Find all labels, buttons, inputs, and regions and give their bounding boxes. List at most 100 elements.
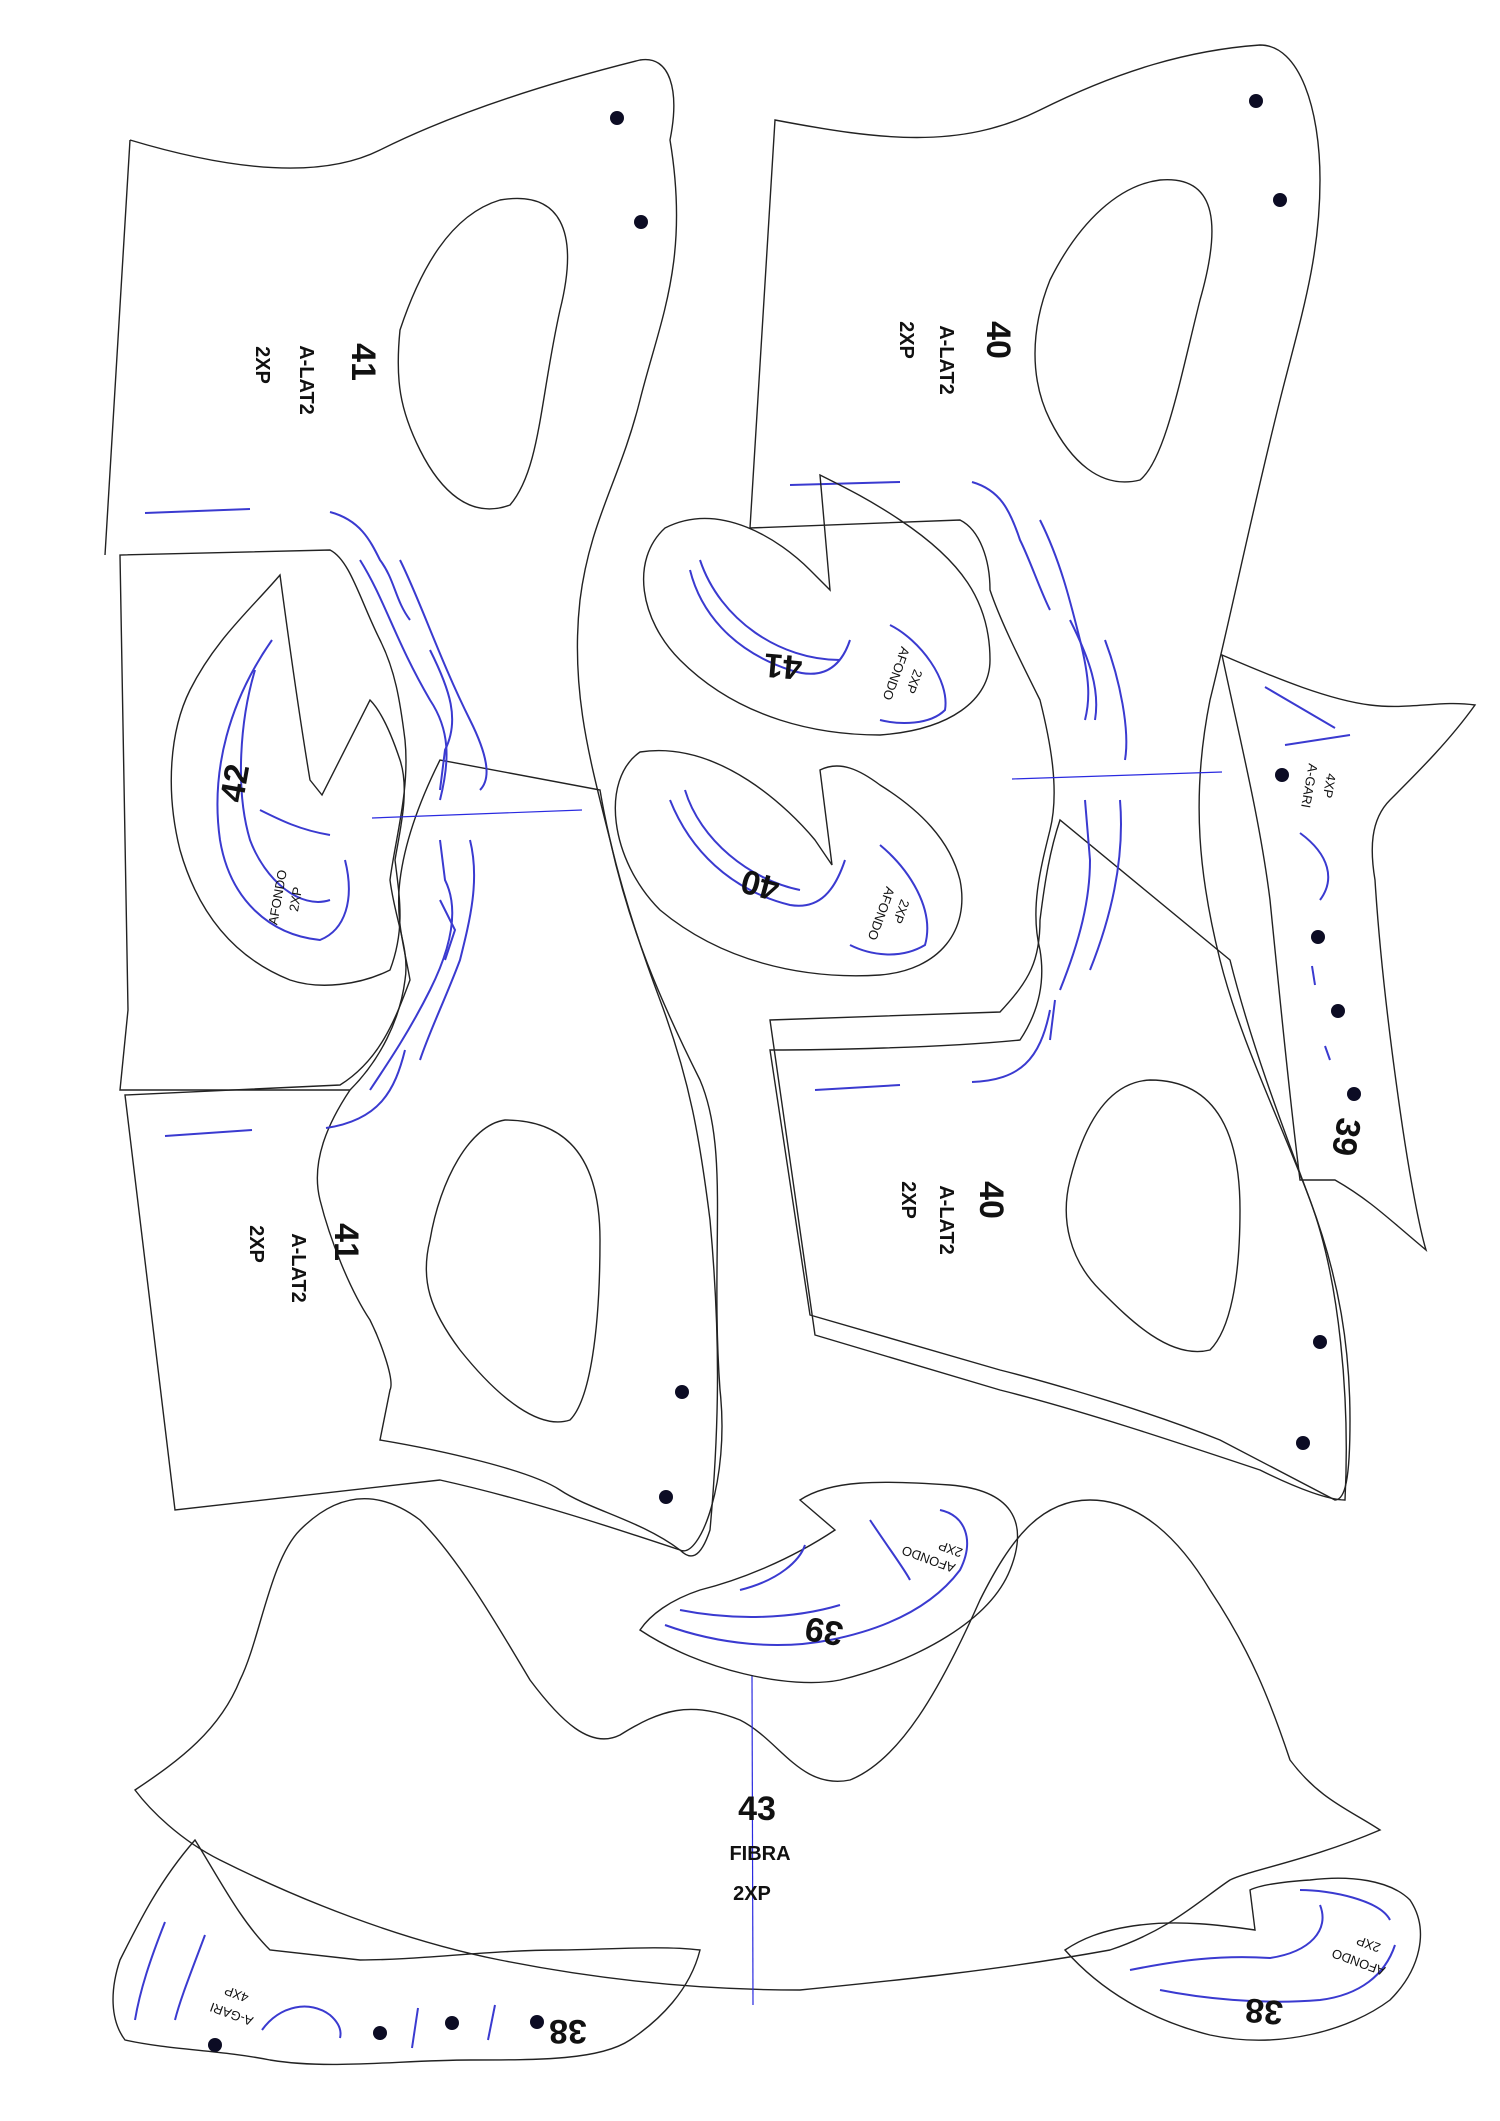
afondo-38-number: 38 bbox=[1244, 1990, 1285, 2031]
piece-41-top-outline bbox=[104, 58, 723, 1552]
afondo-41-outline bbox=[643, 473, 991, 736]
punch-hole bbox=[1249, 94, 1263, 108]
stitch-line bbox=[814, 1084, 901, 1091]
stitch-line bbox=[869, 1519, 911, 1581]
stitch-line bbox=[1159, 1944, 1396, 2003]
punch-hole bbox=[1275, 768, 1289, 782]
stitch-line bbox=[1311, 965, 1316, 986]
stitch-line bbox=[1089, 799, 1122, 971]
punch-hole bbox=[659, 1490, 673, 1504]
punch-hole bbox=[208, 2038, 222, 2052]
punch-hole bbox=[530, 2015, 544, 2029]
piece-41-bottom: 41 A-LAT2 2XP bbox=[124, 759, 719, 1557]
stitch-line bbox=[239, 669, 331, 903]
stitch-line bbox=[1299, 1889, 1391, 1921]
afondo-41: 41 AFONDO 2XP bbox=[643, 473, 991, 736]
stitch-line bbox=[789, 481, 901, 486]
piece-41-bottom-window bbox=[425, 1119, 601, 1423]
fibra-43-name: FIBRA bbox=[729, 1843, 790, 1865]
stitch-line bbox=[879, 624, 947, 724]
stitch-line bbox=[689, 569, 851, 675]
stitch-line bbox=[399, 559, 488, 791]
stitch-line bbox=[1129, 1904, 1324, 1971]
piece-41-top-window bbox=[397, 197, 569, 510]
stitch-line bbox=[329, 511, 411, 621]
stitch-line bbox=[1069, 619, 1098, 721]
stitch-line bbox=[684, 789, 801, 891]
piece-40-bottom-outline bbox=[769, 818, 1347, 1501]
piece-40-bottom: 40 A-LAT2 2XP bbox=[769, 818, 1347, 1501]
stitch-line bbox=[411, 2007, 419, 2049]
punch-hole bbox=[1296, 1436, 1310, 1450]
piece-40-top-outline bbox=[749, 44, 1351, 1501]
piece-41-top: 41 A-LAT2 2XP bbox=[104, 58, 723, 1552]
punch-hole bbox=[1311, 930, 1325, 944]
punch-hole bbox=[634, 215, 648, 229]
afondo-40-number: 40 bbox=[737, 861, 783, 907]
stitch-line bbox=[1299, 832, 1330, 901]
agari-38-outline bbox=[112, 1838, 701, 2066]
stitch-line bbox=[144, 508, 251, 514]
stitch-line bbox=[1264, 686, 1336, 729]
afondo-39: 39 AFONDO 2XP bbox=[639, 1481, 1019, 1684]
piece-40-top-window bbox=[1034, 179, 1213, 483]
stitch-line bbox=[1324, 1045, 1331, 1061]
piece-41-bottom-number: 41 bbox=[327, 1223, 365, 1261]
punch-hole bbox=[445, 2016, 459, 2030]
stitch-line bbox=[699, 559, 841, 661]
punch-hole bbox=[1313, 1335, 1327, 1349]
piece-41-bottom-outline bbox=[124, 759, 719, 1557]
stitch-line bbox=[261, 2005, 342, 2039]
grain-line bbox=[371, 809, 583, 819]
agari-38-qty: 4XP bbox=[222, 1983, 250, 2006]
agari-39-name: A-GARI bbox=[1298, 762, 1321, 809]
stitch-line bbox=[419, 839, 476, 1061]
afondo-38-qty: 2XP bbox=[1354, 1933, 1382, 1956]
piece-40-bottom-name: A-LAT2 bbox=[935, 1185, 957, 1255]
punch-hole bbox=[675, 1385, 689, 1399]
piece-41-bottom-name: A-LAT2 bbox=[287, 1233, 309, 1303]
piece-40-top-qty: 2XP bbox=[895, 321, 917, 359]
grain-line bbox=[751, 1674, 754, 2006]
piece-40-bottom-number: 40 bbox=[972, 1181, 1010, 1219]
stitch-line bbox=[971, 1009, 1051, 1083]
afondo-38-outline bbox=[1063, 1877, 1422, 2041]
piece-41-top-number: 41 bbox=[344, 343, 382, 381]
stitch-line bbox=[669, 799, 846, 907]
fibra-43: 43 FIBRA 2XP bbox=[133, 1497, 1382, 2006]
afondo-39-outline bbox=[639, 1481, 1019, 1684]
punch-hole bbox=[1347, 1087, 1361, 1101]
fibra-43-number: 43 bbox=[738, 1790, 776, 1828]
piece-41-top-name: A-LAT2 bbox=[295, 345, 317, 415]
afondo-41-number: 41 bbox=[763, 645, 804, 686]
piece-42-outline bbox=[170, 573, 405, 986]
fibra-43-qty: 2XP bbox=[733, 1883, 771, 1905]
piece-41-bottom-qty: 2XP bbox=[245, 1225, 267, 1263]
stitch-line bbox=[1284, 734, 1351, 746]
agari-38-number: 38 bbox=[549, 2012, 587, 2050]
stitch-line bbox=[359, 559, 448, 801]
punch-hole bbox=[1273, 193, 1287, 207]
agari-39-qty: 4XP bbox=[1320, 772, 1339, 799]
stitch-line bbox=[369, 839, 454, 1091]
piece-42-qty: 2XP bbox=[286, 886, 305, 913]
afondo-40: 40 AFONDO 2XP bbox=[614, 749, 963, 977]
stitch-line bbox=[429, 649, 454, 791]
stitch-line bbox=[849, 844, 929, 956]
stitch-line bbox=[971, 481, 1051, 611]
stitch-line bbox=[216, 639, 350, 942]
piece-41-stitch-channels bbox=[359, 559, 488, 1091]
piece-40-bottom-qty: 2XP bbox=[897, 1181, 919, 1219]
agari-39-number: 39 bbox=[1324, 1115, 1368, 1159]
stitch-line bbox=[1104, 639, 1128, 761]
stitch-line bbox=[134, 1921, 166, 2021]
stitch-line bbox=[164, 1129, 253, 1137]
piece-40-stitch-channels bbox=[1011, 519, 1223, 1041]
stitch-line bbox=[1049, 999, 1056, 1041]
afondo-40-outline bbox=[614, 749, 963, 977]
punch-hole bbox=[610, 111, 624, 125]
piece-40-top: 40 A-LAT2 2XP bbox=[749, 44, 1351, 1501]
agari-39: 39 A-GARI 4XP bbox=[1221, 653, 1477, 1253]
piece-42-number: 42 bbox=[213, 761, 257, 805]
